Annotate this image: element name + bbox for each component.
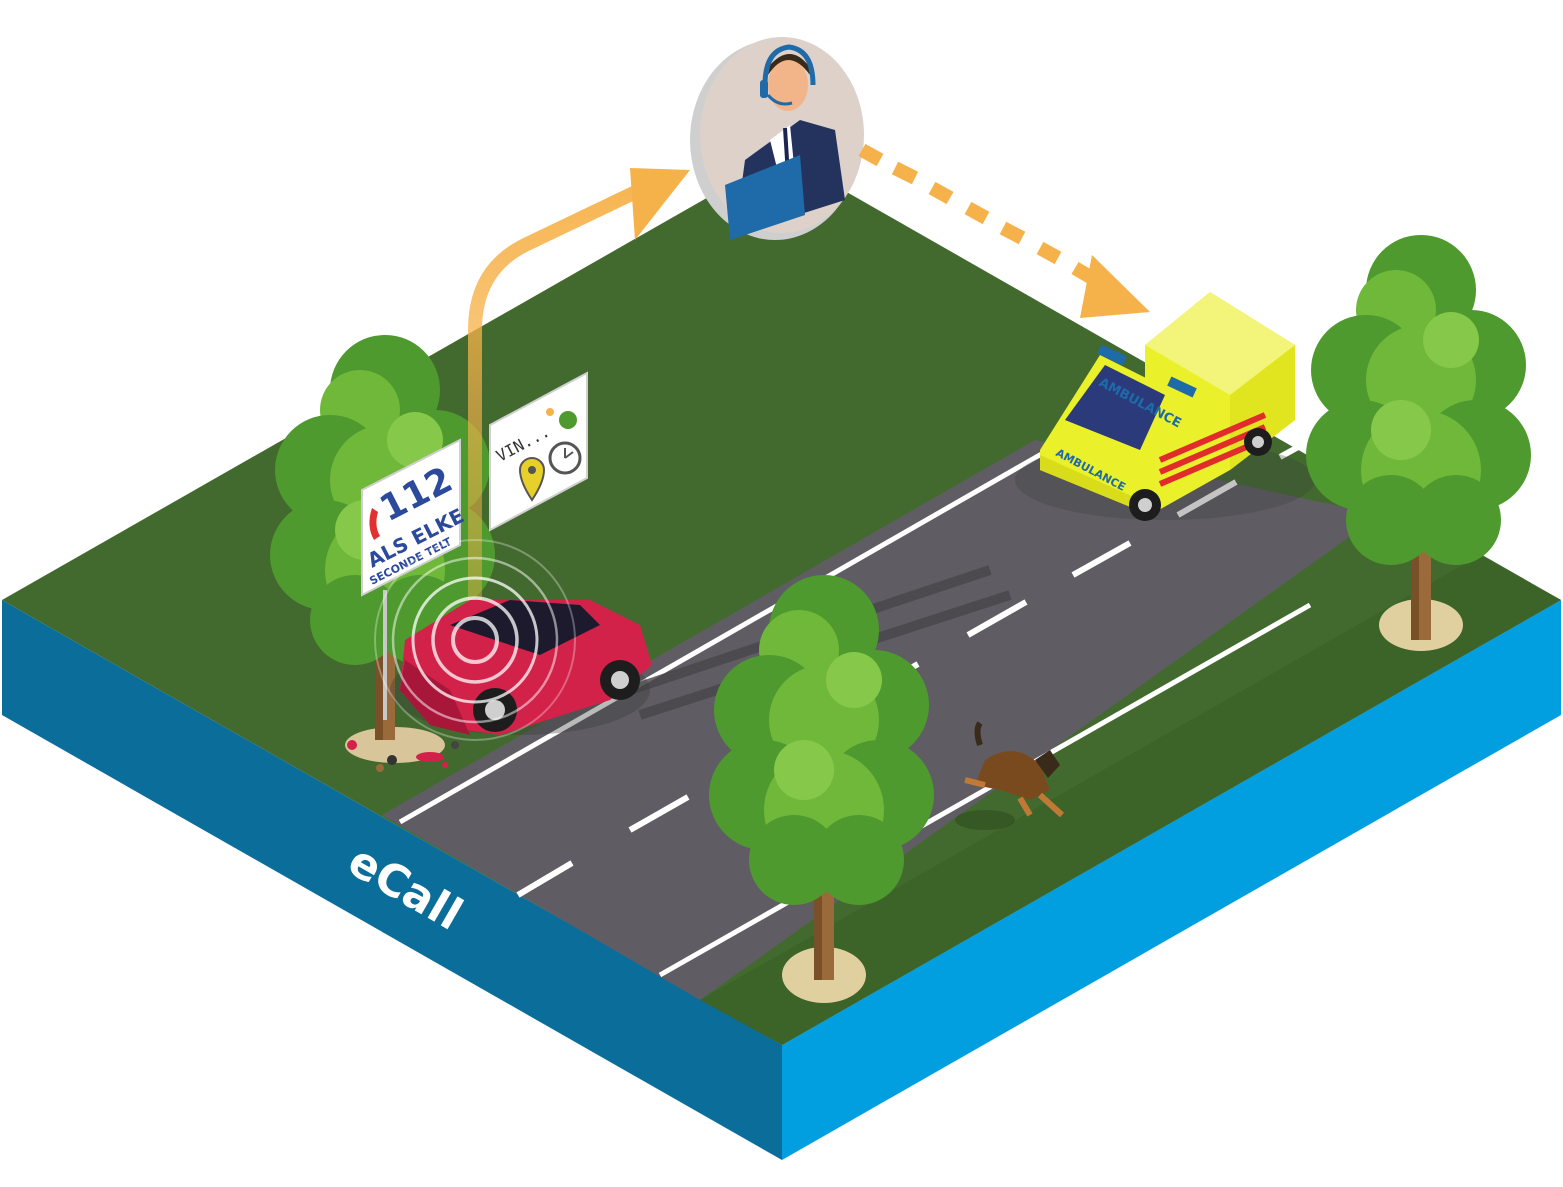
fuel-pump-icon <box>546 408 577 429</box>
headset-operator-icon <box>725 44 845 240</box>
grass-verge <box>700 555 1561 1045</box>
signal-arrow-head <box>630 168 690 240</box>
signal-waves <box>374 539 576 741</box>
signal-arrow-to-operator <box>468 183 644 640</box>
location-pin-icon <box>518 457 546 502</box>
platform-side-right <box>782 600 1561 1160</box>
clock-icon <box>548 441 582 475</box>
road-edge-line-top <box>398 449 1047 825</box>
phone-icon <box>369 508 380 540</box>
dispatch-arrow-head <box>1080 255 1150 318</box>
crashed-car <box>390 600 652 735</box>
vehicle-data-panel: VIN... <box>489 371 588 532</box>
platform-side-left <box>2 600 782 1160</box>
emergency-operator <box>690 37 864 240</box>
ambulance: AMBULANCE AMBULANCE <box>1015 292 1315 521</box>
road-edge-line-bottom <box>658 602 1312 978</box>
running-dog <box>955 721 1065 830</box>
crash-debris <box>347 740 459 772</box>
dispatch-dashed-arrow <box>858 143 1096 285</box>
